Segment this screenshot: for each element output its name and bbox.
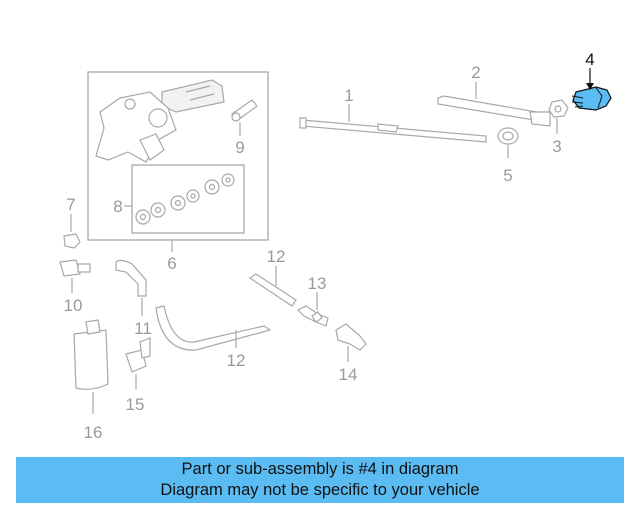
part-5-grommet[interactable] [497, 127, 519, 145]
part-14-nozzle[interactable] [335, 323, 367, 351]
callout-7: 7 [66, 195, 75, 214]
part-4-cap-highlighted[interactable] [571, 86, 612, 111]
callout-14: 14 [339, 365, 358, 384]
banner-line-2: Diagram may not be specific to your vehi… [160, 481, 480, 499]
part-1-wiper-blade[interactable] [299, 117, 487, 143]
callout-12-lower: 12 [227, 351, 246, 370]
callout-3: 3 [552, 137, 561, 156]
banner-line-1: Part or sub-assembly is #4 in diagram [181, 460, 459, 478]
part-12-hose-upper[interactable] [248, 273, 297, 307]
part-8-bushings[interactable] [135, 173, 235, 225]
callout-5: 5 [503, 166, 512, 185]
info-banner: Part or sub-assembly is #4 in diagram Di… [16, 457, 624, 503]
callout-1: 1 [344, 86, 353, 105]
part-15-pump[interactable] [125, 337, 151, 373]
callout-11: 11 [134, 319, 152, 338]
part-11-hose[interactable] [115, 259, 147, 297]
part-9[interactable] [231, 99, 258, 122]
part-13-connector[interactable] [296, 305, 329, 327]
callout-6: 6 [167, 254, 176, 273]
motor-group-box [87, 71, 269, 241]
callout-9: 9 [235, 138, 244, 157]
part-2-wiper-arm[interactable] [437, 95, 551, 127]
callout-16: 16 [84, 423, 103, 442]
callout-13: 13 [308, 274, 327, 293]
part-3-nut[interactable] [548, 99, 569, 118]
part-12-hose-lower[interactable] [155, 305, 272, 351]
callout-8: 8 [113, 197, 122, 216]
callout-10: 10 [64, 296, 83, 315]
callout-12-upper: 12 [267, 247, 286, 266]
callout-2: 2 [471, 63, 480, 82]
part-16-reservoir[interactable] [73, 319, 109, 390]
part-10-connector[interactable] [59, 259, 91, 277]
wiper-motor-part[interactable] [95, 79, 225, 163]
bushing-group-box [131, 164, 245, 234]
part-7-clip[interactable] [63, 233, 81, 249]
callout-4: 4 [585, 50, 594, 69]
callout-15: 15 [126, 395, 145, 414]
